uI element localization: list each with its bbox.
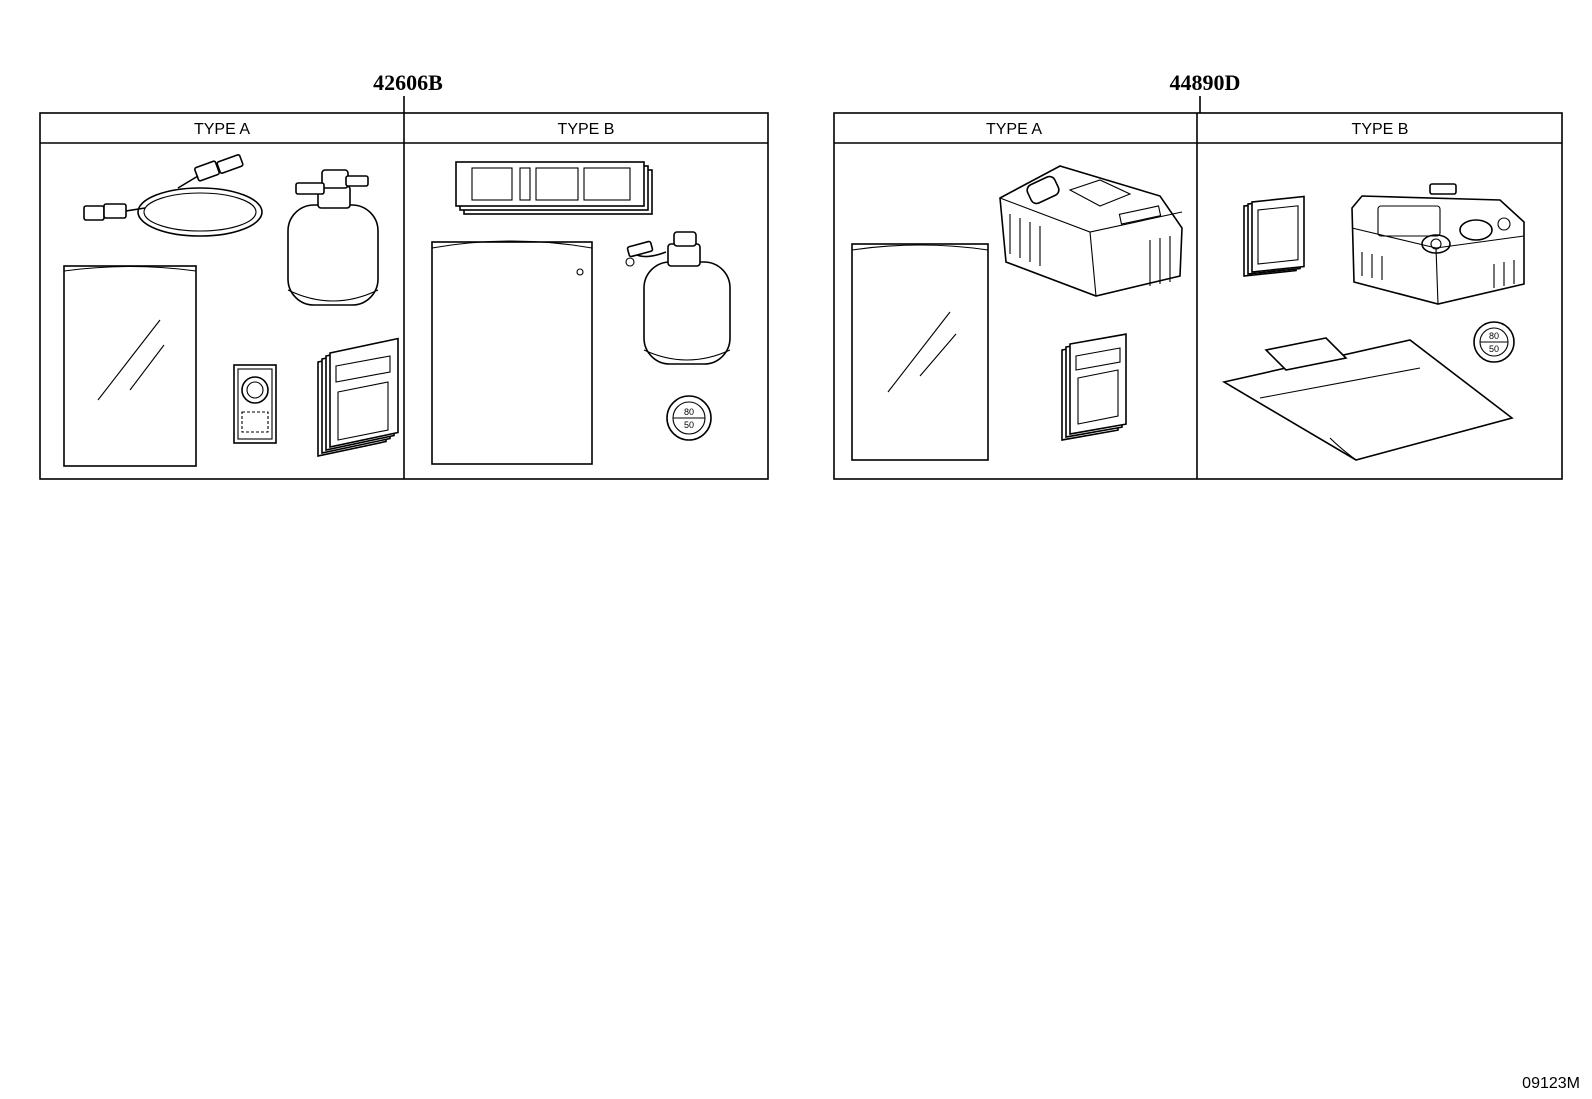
storage-bag-icon <box>63 265 197 467</box>
svg-text:80: 80 <box>684 407 694 417</box>
instruction-booklet-icon <box>1061 333 1127 441</box>
svg-text:50: 50 <box>684 420 694 430</box>
zip-bag-icon <box>1221 337 1514 461</box>
instruction-booklet-icon <box>317 337 399 457</box>
part-number-44890d: 44890D <box>1170 70 1241 95</box>
warning-label-strip-icon <box>455 161 653 215</box>
storage-bag-icon <box>431 240 593 465</box>
air-compressor-icon <box>999 165 1183 297</box>
type-b-header: TYPE B <box>1352 121 1409 138</box>
group-frame <box>833 112 1563 480</box>
svg-text:80: 80 <box>1489 331 1499 341</box>
svg-text:50: 50 <box>1489 344 1499 354</box>
type-a-header: TYPE A <box>986 121 1042 138</box>
speed-sticker-icon: 80 50 <box>1473 321 1515 363</box>
sealant-bottle-icon <box>287 169 379 306</box>
hose-icon <box>83 154 263 237</box>
gauge-sticker-card-icon <box>233 364 277 444</box>
type-b-header: TYPE B <box>558 121 615 138</box>
type-a-header: TYPE A <box>194 121 250 138</box>
label-cards-icon <box>1243 195 1305 277</box>
sealant-bottle-icon <box>625 231 731 365</box>
speed-sticker-icon: 80 50 <box>666 395 712 441</box>
group-42606b: 42606B TYPE A TYPE B <box>39 70 769 480</box>
group-44890d: 44890D TYPE A TYPE B <box>833 70 1563 480</box>
storage-bag-icon <box>851 243 989 461</box>
drawing-reference-number: 09123M <box>1522 1075 1580 1092</box>
air-compressor-icon <box>1351 183 1525 305</box>
part-number-42606b: 42606B <box>373 70 443 95</box>
